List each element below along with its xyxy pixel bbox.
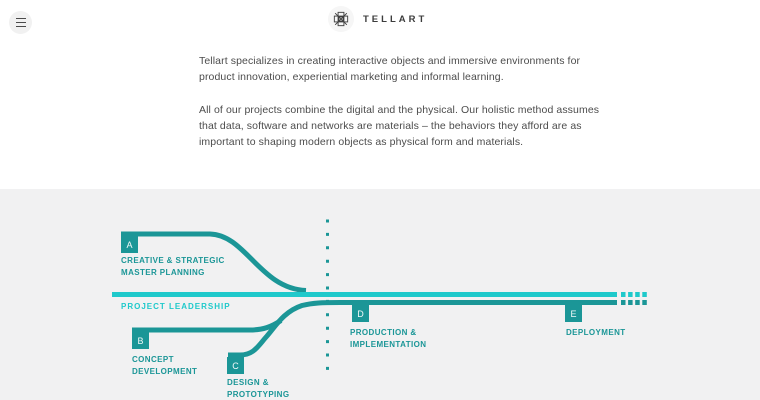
- brand-name: TELLART: [363, 13, 428, 25]
- intro-paragraph-1: Tellart specializes in creating interact…: [199, 55, 581, 83]
- intro-paragraph-2: All of our projects combine the digital …: [199, 104, 600, 148]
- phase-label-production-implementation: PRODUCTION & IMPLEMENTATION: [350, 328, 427, 349]
- hamburger-icon: [15, 17, 26, 28]
- phase-b-curve: [132, 318, 283, 333]
- phase-letter-a: A: [126, 239, 133, 250]
- phase-box-e: E: [565, 305, 582, 322]
- phase-box-c: C: [227, 357, 244, 374]
- phase-label-design-prototyping: DESIGN & PROTOTYPING: [227, 378, 290, 399]
- phase-label-deployment: DEPLOYMENT: [566, 328, 626, 337]
- logo-mark-icon: [328, 6, 354, 32]
- phase-letter-d: D: [357, 308, 364, 319]
- project-leadership-label: PROJECT LEADERSHIP: [121, 302, 231, 311]
- tellart-logo[interactable]: TELLART: [328, 6, 427, 32]
- phase-letter-b: B: [137, 335, 144, 346]
- phase-letter-e: E: [570, 308, 577, 319]
- phase-c-d-e-line: [228, 300, 617, 358]
- phase-letter-c: C: [232, 360, 239, 371]
- phase-label-creative-strategic: CREATIVE & STRATEGIC MASTER PLANNING: [121, 256, 225, 277]
- phase-box-b: B: [132, 332, 149, 349]
- phase-box-d: D: [352, 305, 369, 322]
- menu-button[interactable]: [9, 11, 32, 34]
- phase-label-concept-development: CONCEPT DEVELOPMENT: [132, 355, 198, 376]
- phase-a-curve: [121, 231, 307, 293]
- phase-box-a: A: [121, 236, 138, 253]
